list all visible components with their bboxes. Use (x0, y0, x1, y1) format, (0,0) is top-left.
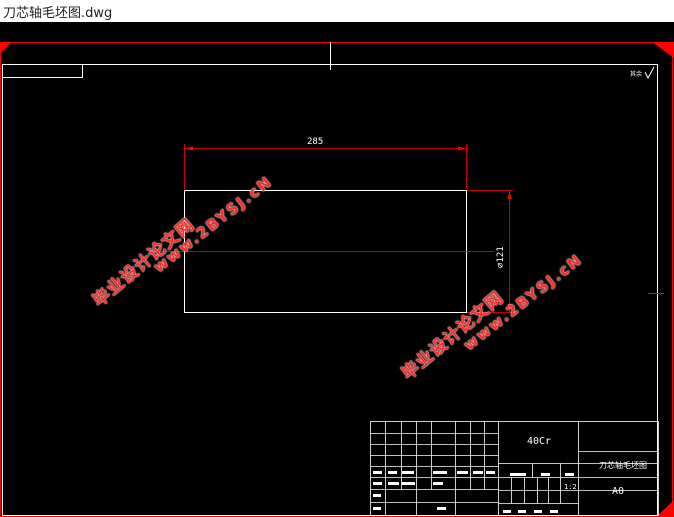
window-title: 刀芯轴毛坯图.dwg (3, 6, 113, 21)
material-label: 40Cr (527, 436, 552, 447)
dimension-length-label: 285 (307, 137, 324, 147)
title-block (370, 421, 659, 516)
roughness-note: 其余 (630, 71, 643, 78)
dimension-diameter-label: ⌀121 (496, 246, 506, 268)
roughness-symbol (644, 66, 655, 80)
title-block-small-text (373, 471, 574, 513)
scale-label: 1:2 (564, 483, 577, 491)
window-titlebar: 刀芯轴毛坯图.dwg (0, 0, 674, 23)
cad-drawing-canvas[interactable]: 285 ⌀121 其余 40Cr 刀芯轴毛坯图 1:2 A0 毕业设计论文网 w… (0, 22, 674, 517)
part-name-label: 刀芯轴毛坯图 (599, 461, 647, 470)
drawing-number-box (2, 64, 83, 78)
sheet-size-label: A0 (612, 486, 625, 497)
dim-arrow-right (458, 146, 467, 151)
dim-arrow-bottom (507, 304, 512, 313)
dim-arrow-top (507, 190, 512, 199)
corner-mark-top-right (652, 42, 674, 58)
corner-mark-bottom-right (656, 500, 674, 517)
dim-arrow-left (184, 146, 193, 151)
corner-mark-top-left (0, 42, 12, 54)
